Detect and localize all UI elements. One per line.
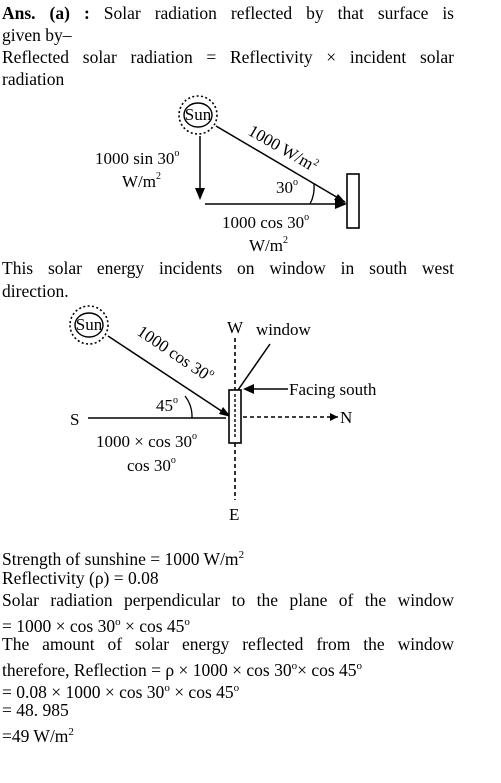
- vert-label-2: W/m2: [122, 171, 161, 191]
- north-arrowhead: [330, 413, 338, 421]
- answer-intro-cont: given by–: [2, 25, 72, 45]
- calc-line-1: Strength of sunshine = 1000 W/m2: [2, 548, 245, 569]
- sun-label-2: Sun: [76, 315, 103, 334]
- horizontal-arrowhead: [335, 199, 347, 209]
- angle-label-2: 45o: [156, 395, 178, 415]
- sun-label: Sun: [185, 105, 212, 124]
- diagram-window-orientation: Sun W E S N window Facing south 45o 1000…: [69, 305, 377, 524]
- horiz-label-2: W/m2: [249, 235, 288, 255]
- vertical-arrowhead: [195, 188, 205, 200]
- calc-line-9: =49 W/m2: [2, 725, 74, 746]
- eq-label-2: cos 30o: [127, 455, 176, 475]
- diagram-solar-components: Sun 1000 W/m2 1000 sin 30o W/m2 30o 1000…: [95, 95, 360, 255]
- angle-arc-2: [184, 395, 193, 419]
- formula-line-cont: radiation: [2, 69, 65, 89]
- calc-line-8: = 48. 985: [2, 700, 69, 720]
- calc-line-2: Reflectivity (ρ) = 0.08: [2, 568, 159, 588]
- calc-line-6: therefore, Reflection = ρ × 1000 × cos 3…: [2, 659, 363, 680]
- calc-line-4: = 1000 × cos 30o × cos 45o: [2, 615, 190, 636]
- sun-icon-2: Sun: [69, 305, 109, 345]
- hyp-label: 1000 W/m2: [245, 121, 321, 176]
- s-label: S: [70, 410, 79, 429]
- angle-label: 30o: [276, 177, 298, 197]
- ray-arrowhead-2: [219, 407, 231, 417]
- incident-ray: [215, 125, 346, 203]
- horiz-label-1: 1000 cos 30o: [222, 212, 309, 232]
- surface-rect: [346, 173, 360, 229]
- formula-line: Reflected solar radiation = Reflectivity…: [2, 47, 454, 67]
- n-label: N: [340, 408, 352, 427]
- facing-arrowhead: [243, 384, 254, 394]
- facing-label: Facing south: [289, 380, 377, 399]
- w-label: W: [227, 318, 244, 337]
- sun-icon: Sun: [178, 95, 218, 135]
- ray-to-window: [107, 335, 230, 417]
- vert-label-1: 1000 sin 30o: [95, 148, 179, 168]
- mid-text-2: direction.: [2, 281, 69, 301]
- calc-line-7: = 0.08 × 1000 × cos 30o × cos 45o: [2, 681, 240, 702]
- ray-label: 1000 cos 30o: [134, 321, 217, 386]
- eq-label-1: 1000 × cos 30o: [96, 431, 197, 451]
- window-pointer: [237, 343, 271, 391]
- window-label: window: [256, 320, 312, 339]
- angle-arc: [309, 183, 315, 205]
- calc-line-3: Solar radiation perpendicular to the pla…: [2, 590, 454, 610]
- mid-text-1: This solar energy incidents on window in…: [2, 258, 454, 278]
- answer-line-1: Ans. (a) : Solar radiation reflected by …: [2, 2, 454, 24]
- answer-intro: Solar radiation reflected by that surfac…: [103, 3, 454, 23]
- answer-label: Ans. (a) :: [2, 3, 90, 23]
- e-label: E: [229, 505, 239, 524]
- calc-line-5: The amount of solar energy reflected fro…: [2, 634, 454, 654]
